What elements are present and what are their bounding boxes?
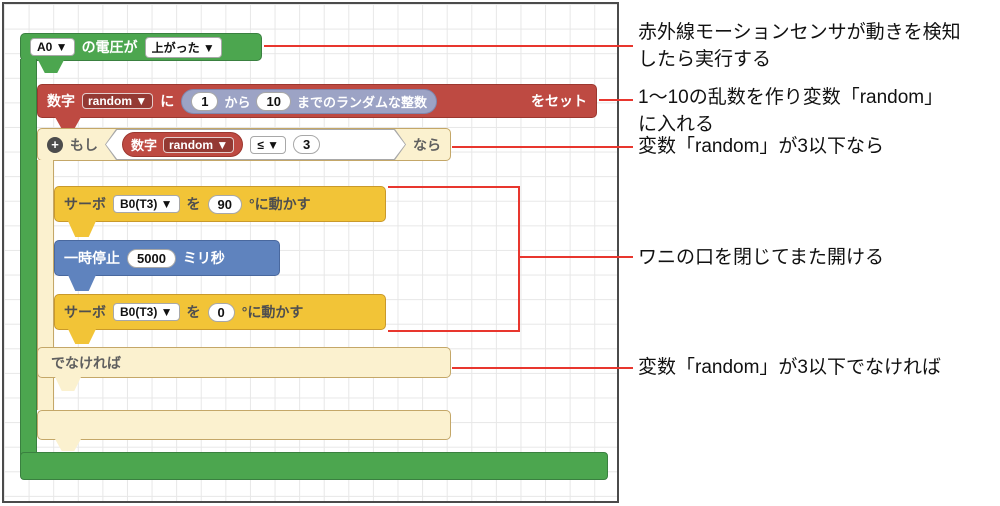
servo-angle-input[interactable]: 0	[207, 302, 235, 322]
connector-line-event	[264, 45, 633, 47]
set-variable-block[interactable]: 数字 random ▼ に 1 から 10 までのランダムな整数 をセット	[37, 84, 597, 118]
set-block-tab	[55, 117, 81, 129]
edge-dropdown[interactable]: 上がった ▼	[144, 36, 222, 58]
if-label: もし	[70, 136, 98, 153]
pause-block-tab	[68, 275, 96, 291]
servo-port-dropdown[interactable]: B0(T3) ▼	[113, 303, 180, 321]
servo-close-block-tab	[68, 221, 96, 237]
variable-dropdown[interactable]: random ▼	[82, 93, 154, 109]
else-bar[interactable]: でなければ	[37, 347, 451, 378]
annotation-random: 1〜10の乱数を作り変数「random」 に入れる	[638, 87, 944, 135]
condition-socket: 数字 random ▼ ≤ ▼ 3	[105, 129, 406, 160]
servo-block-open[interactable]: サーボ B0(T3) ▼ を 0 °に動かす	[54, 294, 386, 330]
servo-label: サーボ	[64, 196, 106, 212]
event-label: の電圧が	[81, 39, 138, 55]
if-block-bottom-arm[interactable]	[37, 410, 451, 440]
connector-bracket-vertical	[518, 186, 520, 332]
operator-dropdown[interactable]: ≤ ▼	[250, 136, 286, 154]
servo-label: サーボ	[64, 304, 106, 320]
connector-line-condition	[452, 146, 633, 148]
if-bottom-arm-tab	[55, 439, 81, 451]
else-label: でなければ	[51, 354, 121, 371]
annotation-servo-group: ワニの口を閉じてまた開ける	[638, 247, 885, 268]
then-label: なら	[413, 136, 441, 153]
servo-suffix-label: °に動かす	[241, 304, 304, 320]
min-value-input[interactable]: 1	[191, 91, 219, 111]
event-block-bottom-arm[interactable]	[20, 452, 608, 480]
connector-line-random	[599, 99, 633, 101]
connector-line-servo-group	[520, 256, 633, 258]
max-value-input[interactable]: 10	[256, 91, 291, 111]
servo-block-close[interactable]: サーボ B0(T3) ▼ を 90 °に動かす	[54, 186, 386, 222]
condition-variable-dropdown[interactable]: random ▼	[163, 137, 234, 153]
from-label: から	[224, 94, 251, 110]
annotation-event: 赤外線モーションセンサが動きを検知 したら実行する	[638, 22, 961, 70]
event-block[interactable]: A0 ▼ の電圧が 上がった ▼	[20, 33, 262, 61]
servo-suffix-label: °に動かす	[249, 196, 311, 212]
variable-value-block[interactable]: 数字 random ▼	[122, 132, 243, 157]
pause-unit-label: ミリ秒	[182, 250, 225, 266]
set-type-label: 数字	[47, 93, 75, 109]
particle-label: を	[186, 196, 201, 212]
set-label: をセット	[531, 93, 587, 109]
connector-bracket-top	[388, 186, 520, 188]
comparison-value-input[interactable]: 3	[293, 135, 320, 154]
pause-duration-input[interactable]: 5000	[127, 248, 176, 268]
workspace[interactable]: A0 ▼ の電圧が 上がった ▼ 数字 random ▼ に 1 から 10 ま…	[2, 2, 619, 503]
else-bar-tab	[55, 377, 81, 391]
particle-label: を	[186, 304, 201, 320]
servo-port-dropdown[interactable]: B0(T3) ▼	[113, 195, 180, 213]
connector-line-else	[452, 367, 633, 369]
annotation-else: 変数「random」が3以下でなければ	[638, 357, 941, 378]
particle-label: に	[160, 93, 175, 109]
random-int-label: までのランダムな整数	[296, 94, 427, 110]
pin-dropdown[interactable]: A0 ▼	[30, 38, 75, 56]
servo-angle-input[interactable]: 90	[207, 194, 243, 214]
pause-block[interactable]: 一時停止 5000 ミリ秒	[54, 240, 280, 276]
random-integer-block[interactable]: 1 から 10 までのランダムな整数	[181, 88, 437, 114]
servo-open-block-tab	[68, 329, 96, 344]
condition-var-type-label: 数字	[131, 138, 158, 153]
if-else-block-header[interactable]: + もし 数字 random ▼ ≤ ▼ 3 なら	[37, 128, 451, 161]
mutator-icon[interactable]: +	[47, 136, 63, 153]
annotation-condition: 変数「random」が3以下なら	[638, 136, 884, 157]
event-block-tab	[38, 60, 64, 73]
pause-label: 一時停止	[64, 250, 120, 266]
event-block-left-arm[interactable]	[20, 59, 37, 456]
connector-bracket-bottom	[388, 330, 520, 332]
